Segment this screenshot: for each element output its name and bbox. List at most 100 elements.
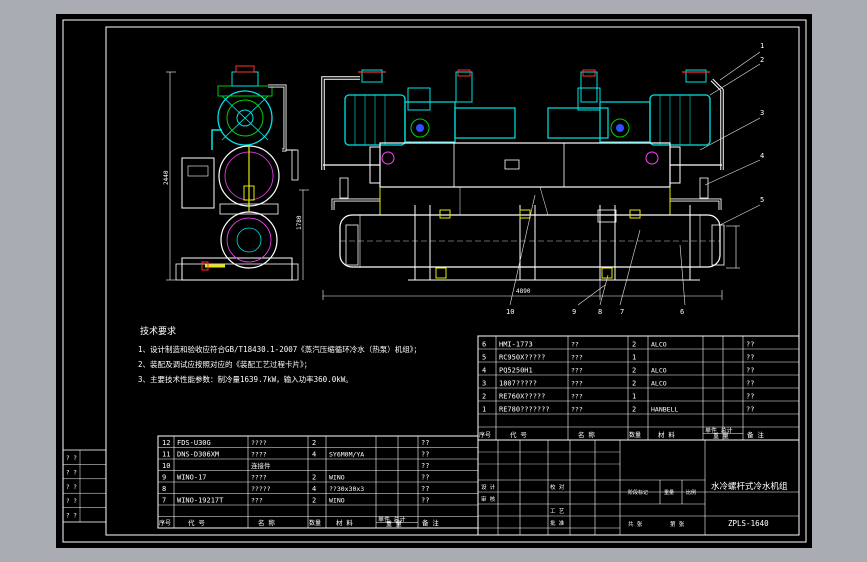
side-stamp-cell: ? ?	[66, 484, 77, 491]
bom_right-row-qty: 2	[632, 406, 636, 414]
bom_right-row-code: HMI-1773	[499, 341, 533, 349]
bom_left-header-material: 材 料	[336, 518, 353, 527]
bom_left-row-note: ??	[421, 497, 429, 505]
dim-width: 4890	[516, 288, 531, 295]
bom_left-row-note: ??	[421, 439, 429, 447]
bom_right-row-material: ALCO	[651, 367, 667, 375]
bom_left-row-no: 11	[162, 451, 170, 459]
bom_left-row-note: ??	[421, 451, 429, 459]
bom_left-row-material: SY6M0M/YA	[329, 451, 364, 459]
side-stamp: ? ?? ?? ?? ?? ?	[62, 449, 107, 523]
bom_right-row-name: ???	[571, 380, 583, 388]
tech-item-1: 1、设计制造和验收应符合GB/T18430.1-2007《蒸汽压缩循环冷水（热泵…	[138, 344, 421, 354]
bom_right-header-qty: 数量	[629, 431, 641, 439]
bom_right-row-no: 3	[482, 380, 486, 388]
end-view: 2440 1780	[163, 65, 309, 281]
bom_left-row-name: ???	[251, 497, 263, 505]
bom_left-row-code: WINO-17	[177, 474, 207, 482]
tech-requirements: 技术要求 1、设计制造和验收应符合GB/T18430.1-2007《蒸汽压缩循环…	[138, 325, 421, 384]
callout-leaders	[509, 51, 761, 306]
bom_left-row-code: DNS-D306XM	[177, 451, 219, 459]
bom_left-row-qty: 2	[312, 439, 316, 447]
bom_left-row-no: 7	[162, 497, 166, 505]
callout-10: 10	[506, 308, 514, 316]
side-stamp-cell: ? ?	[66, 498, 77, 505]
tech-title: 技术要求	[140, 325, 176, 337]
tb-sheet-num: 第 张	[670, 520, 685, 528]
bom_right-header-weight-sub: 重 量	[713, 432, 729, 440]
tb-weight: 重量	[664, 489, 674, 496]
callout-9: 9	[572, 308, 576, 316]
side-stamp-cell: ? ?	[66, 469, 77, 476]
bom_left-row-qty: 2	[312, 497, 316, 505]
bom_right-header-note: 备 注	[747, 430, 764, 439]
bom_right-row-note: ??	[746, 380, 754, 388]
bom_right-row-qty: 2	[632, 380, 636, 388]
bom_left-row-name: ????	[251, 474, 267, 482]
tech-item-2: 2、装配及调试应按照对应的《装配工艺过程卡片》；	[138, 359, 311, 369]
bom_left-row-note: ??	[421, 462, 429, 470]
bom_right-row-name: ???	[571, 354, 583, 362]
bom_left-row-no: 9	[162, 474, 166, 482]
bom_right-row-name: ???	[571, 367, 583, 375]
bom_left-header-no: 序号	[159, 519, 171, 527]
bom_right-row-note: ??	[746, 406, 754, 414]
bom_right-row-qty: 1	[632, 393, 636, 401]
callout-2: 2	[760, 56, 764, 64]
drawing-number: ZPLS-1640	[728, 519, 769, 528]
tb-label-approve: 批 准	[550, 519, 565, 527]
bom_left-header-weight: 单件 总计	[378, 515, 406, 523]
tb-label-review: 审 核	[481, 495, 496, 503]
outer-frame	[62, 19, 807, 543]
bom_left-row-no: 12	[162, 439, 170, 447]
callout-5: 5	[760, 196, 764, 204]
bom_left-row-note: ??	[421, 474, 429, 482]
bom_right-row-material: ALCO	[651, 341, 667, 349]
bom_right-row-note: ??	[746, 367, 754, 375]
title-text: 水冷螺杆式冷水机组	[711, 481, 788, 492]
bom_left-row-no: 8	[162, 485, 166, 493]
bom_left-header-code: 代 号	[188, 518, 205, 527]
callout-6: 6	[680, 308, 684, 316]
bom_right-row-material: ALCO	[651, 380, 667, 388]
bom_right-row-code: RC950X?????	[499, 354, 545, 362]
bom_left-row-name: ????	[251, 451, 267, 459]
bom_right-header-no: 序号	[479, 431, 491, 439]
bom_right-row-code: RE780???????	[499, 406, 550, 414]
tb-stage: 阶段标记	[628, 489, 648, 496]
bom_left-row-no: 10	[162, 462, 170, 470]
bom_left-row-material: WINO	[329, 497, 345, 505]
bom_right-row-name: ???	[571, 393, 583, 401]
bom_right-row-no: 5	[482, 354, 486, 362]
callout-1: 1	[760, 42, 764, 50]
bom_right-row-qty: 1	[632, 354, 636, 362]
inner-frame	[105, 26, 800, 536]
bom_left-row-code: WINO-19217T	[177, 497, 224, 505]
bom_right-row-no: 4	[482, 367, 486, 375]
bom_right-row-note: ??	[746, 354, 754, 362]
front-view: 4890	[321, 69, 740, 300]
bom_left-row-qty: 2	[312, 474, 316, 482]
bom_left-row-name: ????	[251, 439, 267, 447]
bom_right-row-code: 1807?????	[499, 380, 537, 388]
bom-left: 12 FDS-U30G???? 2?? 11 DNS-D306XM???? 4 SY6M0M…	[157, 435, 479, 529]
bom_left-row-code: FDS-U30G	[177, 439, 211, 447]
bom_right-row-name: ??	[571, 341, 579, 349]
dim-height-mid: 1780	[296, 215, 303, 230]
bom_left-row-material: WINO	[329, 474, 345, 482]
bom_right-row-material: HANBELL	[651, 406, 678, 414]
bom_left-row-note: ??	[421, 485, 429, 493]
bom_left-header-name: 名 称	[258, 518, 275, 527]
bom_right-row-name: ???	[571, 406, 583, 414]
bom_left-row-name: ?????	[251, 485, 271, 493]
bom_right-header-name: 名 称	[578, 430, 595, 439]
bom_right-row-note: ??	[746, 393, 754, 401]
bom_right-row-code: RE760X?????	[499, 393, 545, 401]
bom_right-row-no: 1	[482, 406, 486, 414]
callout-4: 4	[760, 152, 764, 160]
bom_right-row-code: PQ5250H1	[499, 367, 533, 375]
tb-sheets-total: 共 张	[628, 520, 643, 528]
bom_left-row-qty: 4	[312, 485, 316, 493]
